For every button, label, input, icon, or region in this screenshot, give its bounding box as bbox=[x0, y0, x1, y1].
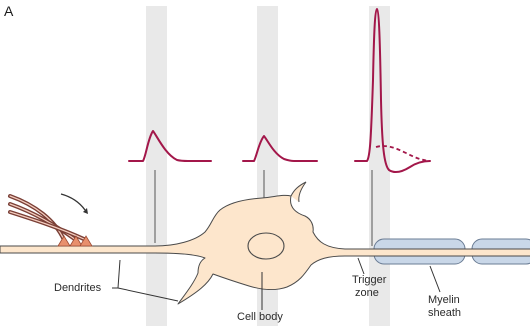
epsp-trace-dendrite bbox=[128, 130, 212, 162]
subthreshold-dashed-trace bbox=[375, 145, 431, 162]
epsp-trace-cell-body bbox=[242, 135, 318, 162]
signal-direction-arrow bbox=[60, 193, 88, 214]
action-potential-trace bbox=[354, 8, 431, 174]
leader-dendrites bbox=[112, 259, 179, 302]
dendrites-label: Dendrites bbox=[54, 282, 102, 294]
recording-band-dendrite bbox=[146, 6, 167, 326]
synapse-3 bbox=[79, 235, 93, 247]
trigger-zone-label-line1: Trigger bbox=[352, 274, 387, 286]
presynaptic-fibers bbox=[8, 194, 88, 242]
leader-trigger-zone bbox=[357, 257, 365, 275]
upper-dendrite-branch bbox=[290, 181, 307, 203]
panel-letter: A bbox=[4, 3, 14, 19]
myelin-sheath-label-line2: sheath bbox=[428, 307, 462, 319]
synapse-2 bbox=[69, 235, 83, 247]
myelin-sheath-label-line1: Myelin bbox=[428, 294, 460, 306]
synapse-1 bbox=[57, 235, 71, 247]
leader-myelin-sheath bbox=[429, 265, 441, 293]
trigger-zone-label-line2: zone bbox=[355, 287, 379, 299]
cell-body-label: Cell body bbox=[237, 311, 283, 323]
nucleus bbox=[247, 232, 285, 260]
